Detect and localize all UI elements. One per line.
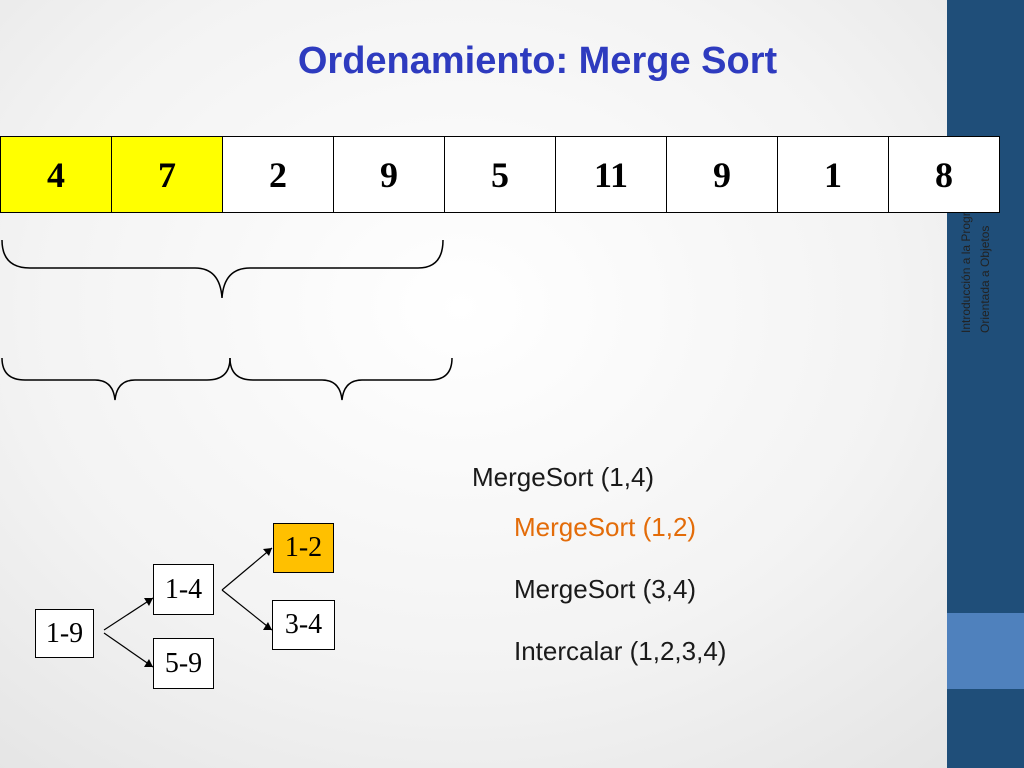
array-row: 4 7 2 9 5 11 9 1 8: [0, 136, 1000, 213]
array-cell: 11: [555, 136, 667, 213]
array-cell: 9: [666, 136, 778, 213]
slide-title: Ordenamiento: Merge Sort: [297, 40, 778, 82]
arrowhead: [144, 598, 153, 606]
array-cell: 5: [444, 136, 556, 213]
tree-node-1-2: 1-2: [273, 523, 334, 573]
arrowhead: [144, 659, 153, 667]
sidebar-accent: [947, 613, 1024, 689]
arrowhead: [263, 548, 272, 556]
edge-root-1-4: [103, 597, 154, 631]
edge-root-5-9: [103, 632, 154, 668]
brace-1-4: [1, 239, 444, 299]
array-cell: 1: [777, 136, 889, 213]
edge-1-4-3-4: [221, 589, 273, 631]
array-cell: 8: [888, 136, 1000, 213]
tree-node-3-4: 3-4: [272, 600, 335, 650]
step-line-current: MergeSort (1,2): [514, 512, 697, 542]
step-line: Intercalar (1,2,3,4): [514, 636, 727, 666]
step-line: MergeSort (1,4): [472, 462, 655, 492]
array-cell: 7: [111, 136, 223, 213]
step-line: MergeSort (3,4): [514, 574, 697, 604]
brace-1-2: [1, 357, 231, 401]
tree-node-root: 1-9: [35, 609, 94, 658]
tree-node-5-9: 5-9: [153, 638, 214, 689]
edge-1-4-1-2: [221, 547, 273, 591]
arrowhead: [263, 622, 272, 630]
tree-node-1-4: 1-4: [153, 564, 214, 615]
brace-3-4: [229, 357, 453, 401]
